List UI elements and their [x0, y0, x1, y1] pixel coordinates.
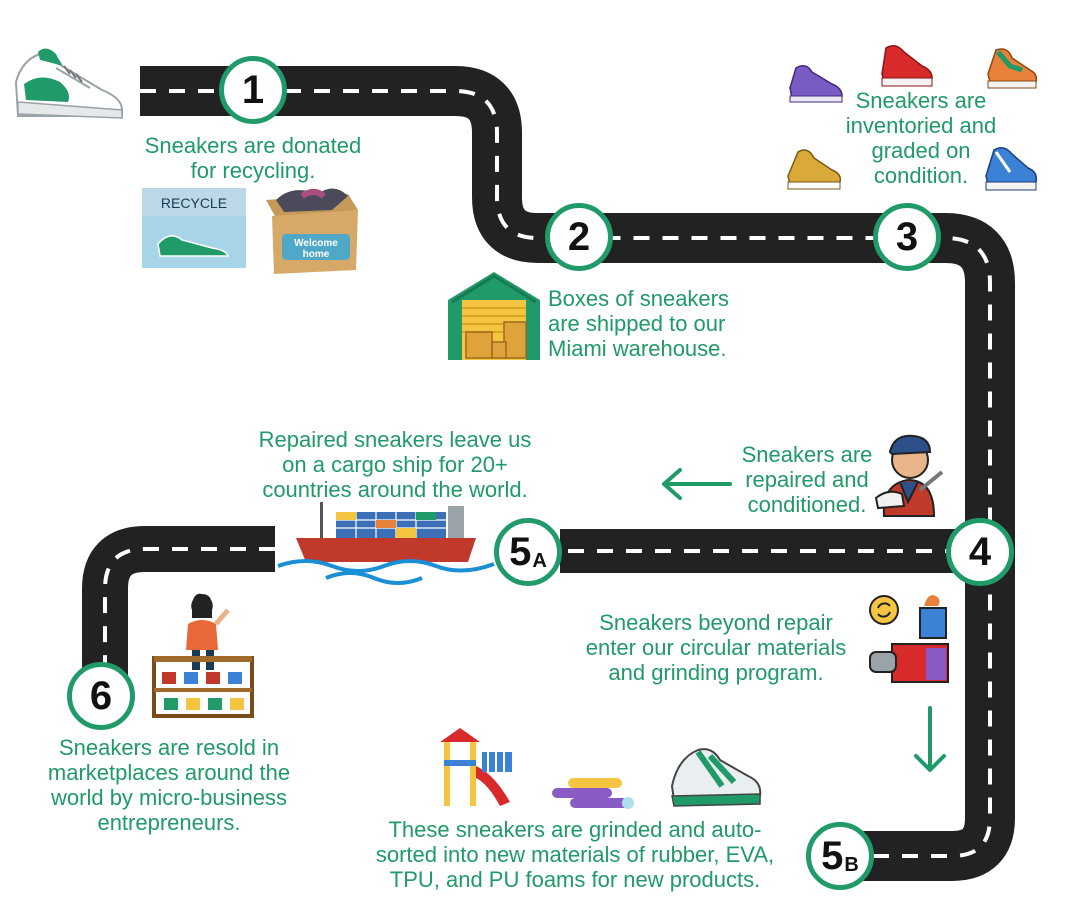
- step-6-badge: 6: [67, 662, 135, 730]
- step-2-badge: 2: [545, 203, 613, 271]
- step-5b-text: These sneakers are grinded and auto- sor…: [375, 817, 775, 892]
- step-1-number: 1: [241, 67, 265, 112]
- step-6-number: 6: [89, 673, 113, 718]
- step-5b-number: 5: [821, 833, 844, 878]
- arrow-down-icon: [914, 706, 946, 772]
- step-1-text: Sneakers are donated for recycling.: [144, 133, 362, 183]
- step-6-text: Sneakers are resold in marketplaces arou…: [47, 735, 291, 835]
- step-4-text: Sneakers are repaired and conditioned.: [741, 442, 873, 517]
- step-3-badge: 3: [873, 203, 941, 271]
- step-4b-text: Sneakers beyond repair enter our circula…: [585, 610, 847, 685]
- purple-sneaker-icon: [789, 65, 843, 103]
- step-5a-number: 5: [509, 529, 532, 574]
- recycle-box-label: RECYCLE: [161, 195, 227, 211]
- step-2-text: Boxes of sneakers are shipped to our Mia…: [548, 286, 729, 361]
- cargo-ship-icon: [277, 502, 495, 585]
- step-4-badge: 4: [946, 518, 1014, 586]
- playground-slide-icon: [440, 728, 512, 806]
- repairman-icon: [874, 434, 944, 517]
- grinding-machine-icon: [869, 595, 949, 683]
- step-1-badge: 1: [219, 56, 287, 124]
- orange-sneaker-icon: [987, 48, 1038, 89]
- market-vendor-icon: [152, 593, 254, 718]
- step-5b-letter: B: [844, 853, 859, 876]
- step-5a-text: Repaired sneakers leave us on a cargo sh…: [258, 427, 532, 502]
- green-sneaker-icon: [14, 48, 123, 119]
- step-3-text: Sneakers are inventoried and graded on c…: [845, 88, 997, 188]
- step-5a-letter: A: [532, 549, 547, 572]
- yellow-sneaker-icon: [787, 149, 842, 190]
- step-4-number: 4: [968, 529, 992, 574]
- arrow-left-icon: [662, 468, 732, 500]
- recycle-box-image: RECYCLE: [142, 188, 246, 268]
- foam-rolls-icon: [552, 778, 634, 809]
- step-2-number: 2: [567, 214, 591, 259]
- blue-sneaker-icon: [985, 147, 1038, 191]
- red-sneaker-icon: [881, 45, 933, 87]
- step-3-number: 3: [895, 214, 919, 259]
- warehouse-icon: [448, 272, 540, 360]
- running-sneaker-icon: [670, 748, 762, 807]
